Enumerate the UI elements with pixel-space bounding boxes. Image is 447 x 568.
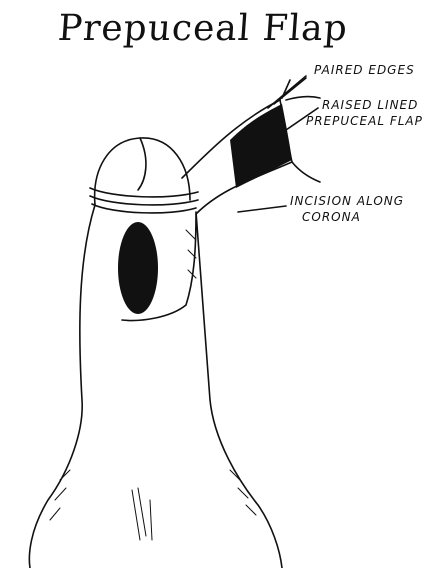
glans-cleft [138,138,146,190]
shaft-outline [29,205,95,568]
label-paired-edges: PAIRED EDGES [314,63,415,77]
label-raised-lined: RAISED LINED [322,98,418,112]
label-incision-along: INCISION ALONG [290,194,404,208]
pointer-paired-1 [268,76,306,108]
label-prepuceal-flap: PREPUCEAL FLAP [306,114,423,128]
pointer-incision [238,206,286,212]
meatus-opening [118,222,158,314]
flap-dark-region [230,104,292,188]
label-corona: CORONA [302,210,361,224]
shaft-outline-right [196,212,282,568]
glans [95,138,190,205]
coronal-ridge [90,188,198,197]
